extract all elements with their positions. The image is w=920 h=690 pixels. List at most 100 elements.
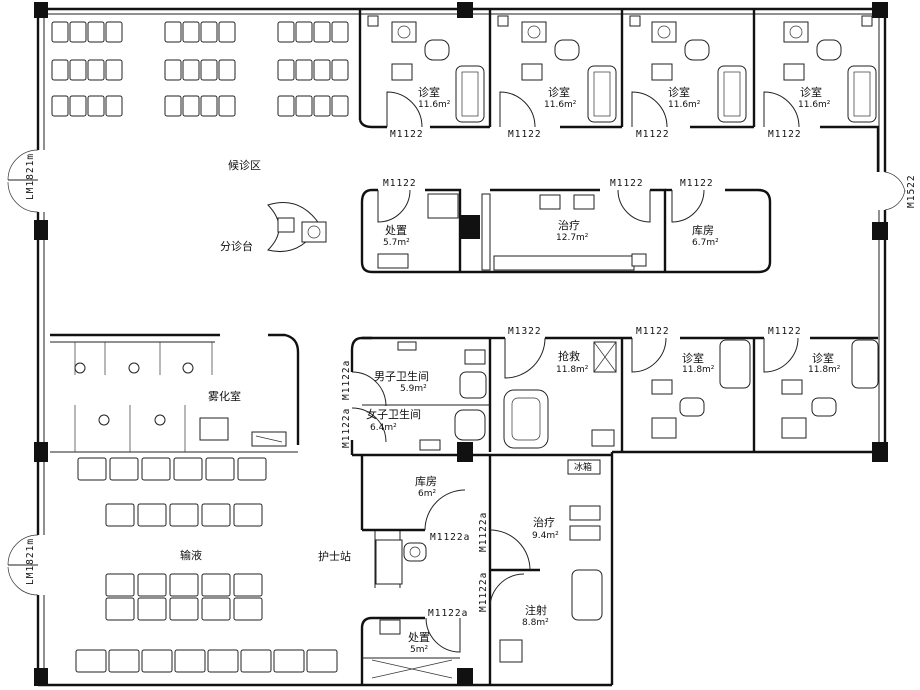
room-label-treatment-lower: 治疗 bbox=[533, 515, 555, 529]
door-label-c6: M1122 bbox=[768, 326, 802, 337]
room-label-consult-5: 诊室 bbox=[682, 351, 704, 365]
lower-service-rooms bbox=[360, 455, 603, 685]
chair bbox=[295, 95, 313, 117]
chair bbox=[105, 95, 123, 117]
chair bbox=[169, 573, 199, 597]
room-label-male-wc: 男子卫生间 bbox=[374, 369, 429, 383]
room-label-consult-1: 诊室 bbox=[418, 85, 440, 99]
chair bbox=[218, 59, 236, 81]
door-label-injection: M1122a bbox=[478, 572, 489, 612]
chair bbox=[69, 95, 87, 117]
chair bbox=[108, 649, 140, 673]
chair bbox=[277, 95, 295, 117]
equipment-label-fridge: 冰箱 bbox=[574, 461, 592, 473]
door-label-rescue: M1322 bbox=[508, 326, 542, 337]
consult-furniture-4 bbox=[783, 15, 877, 123]
door-label-treatment-lower: M1122a bbox=[478, 512, 489, 552]
nurse-station-desk bbox=[375, 539, 427, 585]
chair bbox=[51, 59, 69, 81]
room-label-storage-lower: 库房 bbox=[415, 475, 437, 488]
room-area-consult-2: 11.6m² bbox=[544, 100, 577, 110]
chair bbox=[164, 95, 182, 117]
wc-block bbox=[350, 336, 612, 457]
chair bbox=[201, 573, 231, 597]
room-area-disposal-lower: 5m² bbox=[410, 645, 428, 655]
room-area-consult-1: 11.6m² bbox=[418, 100, 451, 110]
room-label-waiting: 候诊区 bbox=[228, 158, 261, 172]
chair bbox=[200, 59, 218, 81]
chair bbox=[69, 59, 87, 81]
chair bbox=[306, 649, 338, 673]
door-label-east: M1522 bbox=[906, 174, 917, 208]
door-label-storage-upper: M1122 bbox=[680, 178, 714, 189]
chair bbox=[141, 457, 171, 481]
room-label-disposal-lower: 处置 bbox=[408, 631, 430, 644]
chair bbox=[313, 21, 331, 43]
top-consult-walls bbox=[358, 9, 880, 172]
room-label-consult-2: 诊室 bbox=[548, 85, 570, 99]
chair bbox=[233, 503, 263, 527]
chair bbox=[233, 573, 263, 597]
chair bbox=[87, 21, 105, 43]
chair bbox=[105, 503, 135, 527]
chair bbox=[51, 21, 69, 43]
chair bbox=[182, 59, 200, 81]
chair bbox=[218, 21, 236, 43]
door-label-male-wc: M1122a bbox=[341, 360, 352, 400]
chair bbox=[240, 649, 272, 673]
chair bbox=[233, 597, 263, 621]
room-area-male-wc: 5.9m² bbox=[400, 384, 427, 394]
door-label-west-upper: LM1821m bbox=[25, 153, 36, 200]
room-area-female-wc: 6.4m² bbox=[370, 423, 397, 433]
chair bbox=[277, 59, 295, 81]
chair bbox=[137, 573, 167, 597]
chair bbox=[141, 649, 173, 673]
door-label-c1: M1122 bbox=[390, 129, 424, 140]
triage-desk bbox=[267, 202, 327, 253]
waiting-area-chairs bbox=[51, 21, 349, 117]
room-area-rescue: 11.8m² bbox=[556, 365, 589, 375]
chair bbox=[169, 597, 199, 621]
chair bbox=[295, 59, 313, 81]
chair bbox=[273, 649, 305, 673]
door-label-disposal-upper: M1122 bbox=[383, 178, 417, 189]
west-entrance-upper: LM1821m bbox=[7, 149, 39, 213]
east-entrance: M1522 bbox=[884, 171, 917, 211]
room-label-consult-3: 诊室 bbox=[668, 85, 690, 99]
chair bbox=[174, 649, 206, 673]
chair bbox=[105, 59, 123, 81]
door-label-female-wc: M1122a bbox=[341, 408, 352, 448]
room-area-treatment-lower: 9.4m² bbox=[532, 531, 559, 541]
chair bbox=[51, 95, 69, 117]
chair bbox=[173, 457, 203, 481]
infusion-area-chairs bbox=[75, 457, 338, 673]
room-label-nebulization: 雾化室 bbox=[208, 389, 241, 403]
chair bbox=[331, 59, 349, 81]
chair bbox=[182, 21, 200, 43]
chair bbox=[105, 21, 123, 43]
room-label-rescue: 抢救 bbox=[558, 349, 580, 363]
consult-furniture-2 bbox=[497, 15, 617, 123]
chair bbox=[164, 21, 182, 43]
west-entrance-lower: LM1821m bbox=[7, 534, 39, 596]
room-label-treatment-upper: 治疗 bbox=[558, 218, 580, 232]
chair bbox=[201, 597, 231, 621]
room-area-disposal-upper: 5.7m² bbox=[383, 238, 410, 248]
chair bbox=[237, 457, 267, 481]
chair bbox=[207, 649, 239, 673]
structural-columns bbox=[34, 2, 888, 686]
chair bbox=[200, 21, 218, 43]
rescue-and-lower-consult bbox=[490, 336, 879, 452]
door-label-west-lower: LM1821m bbox=[25, 538, 36, 585]
chair bbox=[313, 95, 331, 117]
chair bbox=[277, 21, 295, 43]
room-area-consult-3: 11.6m² bbox=[668, 100, 701, 110]
room-label-consult-4: 诊室 bbox=[800, 85, 822, 99]
room-label-nurse-station: 护士站 bbox=[318, 549, 351, 563]
room-area-storage-upper: 6.7m² bbox=[692, 238, 719, 248]
chair bbox=[137, 597, 167, 621]
chair bbox=[69, 21, 87, 43]
chair bbox=[87, 95, 105, 117]
chair bbox=[87, 59, 105, 81]
